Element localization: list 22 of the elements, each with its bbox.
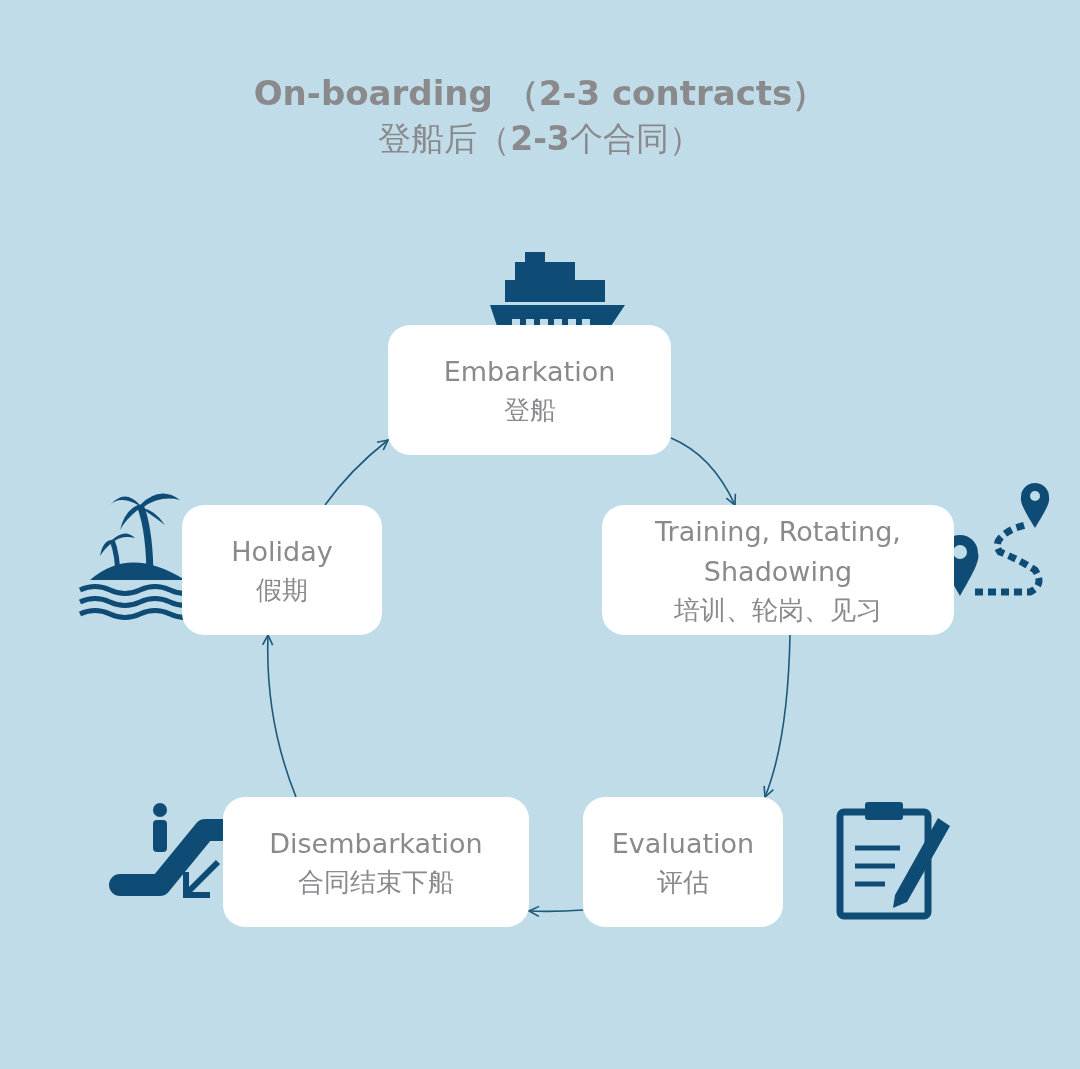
step-translation: 合同结束下船	[298, 866, 454, 899]
step-label: Holiday	[231, 535, 333, 569]
process-box	[223, 797, 529, 927]
process-box	[602, 505, 954, 635]
subtitle: 登船后（2-3个合同）	[377, 118, 703, 160]
process-box	[182, 505, 382, 635]
step-translation: 登船	[503, 394, 556, 427]
arrow	[528, 905, 584, 918]
step-label: Embarkation	[443, 355, 616, 389]
step-translation: 评估	[657, 866, 709, 899]
title: On-boarding （2-3 contracts）	[252, 72, 828, 114]
process-box	[583, 797, 783, 927]
step-label: Evaluation	[611, 827, 755, 861]
arrow	[324, 439, 389, 506]
process-box	[388, 325, 671, 455]
arrow	[670, 437, 736, 506]
step-translation: 培训、轮岗、见习	[674, 594, 882, 627]
step-label: Training, Rotating, Shadowing	[654, 515, 902, 589]
arrow	[262, 634, 297, 798]
arrow	[763, 634, 791, 798]
step-label: Disembarkation	[269, 827, 483, 861]
step-translation: 假期	[256, 574, 308, 607]
